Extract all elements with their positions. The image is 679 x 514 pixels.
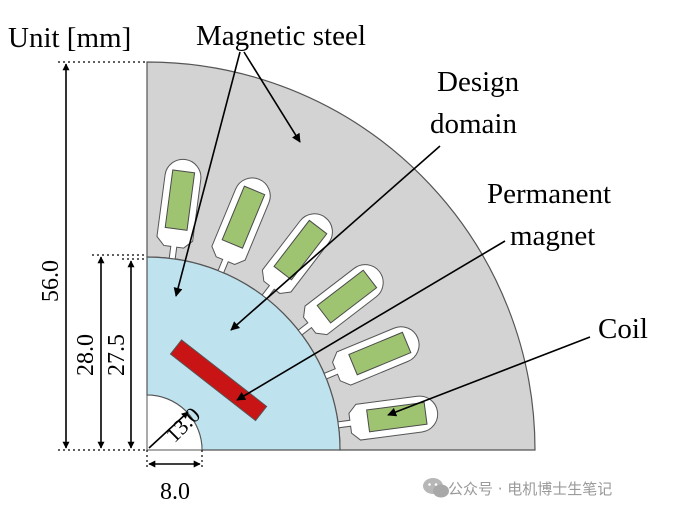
coil — [316, 269, 378, 324]
coil — [221, 185, 266, 249]
coil — [273, 219, 328, 281]
arrow-steel-to-stator — [243, 51, 301, 143]
stator-slot — [323, 326, 420, 386]
dim-label-28: 28.0 — [73, 334, 99, 376]
arrow-coil — [387, 336, 591, 417]
stator-slot — [261, 213, 333, 300]
watermark: 公众号 · 电机博士生笔记 — [423, 478, 612, 498]
stator-slots — [156, 158, 439, 441]
unit-label: Unit [mm] — [8, 22, 131, 54]
dim-label-8: 8.0 — [160, 479, 190, 505]
watermark-text: 公众号 · 电机博士生笔记 — [448, 480, 612, 498]
coil — [348, 331, 412, 376]
dimension-extension-lines — [58, 61, 203, 470]
coil — [164, 169, 196, 231]
dim-line-angle — [148, 411, 189, 449]
permanent-magnet-label-line1: Permanent — [487, 178, 611, 210]
dimension-lines — [62, 63, 201, 468]
leader-arrows — [173, 51, 591, 417]
arrow-design-domain — [230, 145, 441, 331]
magnetic-steel-label: Magnetic steel — [196, 20, 366, 52]
coil — [366, 401, 428, 433]
stator-slot — [297, 264, 384, 336]
dim-label-27-5: 27.5 — [104, 334, 130, 376]
dim-label-56: 56.0 — [38, 260, 64, 302]
wechat-icon — [423, 478, 449, 498]
arrow-steel-to-rotor — [173, 51, 241, 297]
stator-slot — [211, 177, 271, 274]
permanent-magnet-label-line2: magnet — [510, 220, 595, 252]
stator-slot — [156, 158, 202, 260]
design-domain-label-line2: domain — [430, 108, 517, 140]
arrow-permanent-magnet — [236, 240, 506, 401]
design-domain-label-line1: Design — [437, 66, 520, 98]
coil-label: Coil — [598, 313, 648, 345]
stator-slot — [337, 395, 439, 441]
